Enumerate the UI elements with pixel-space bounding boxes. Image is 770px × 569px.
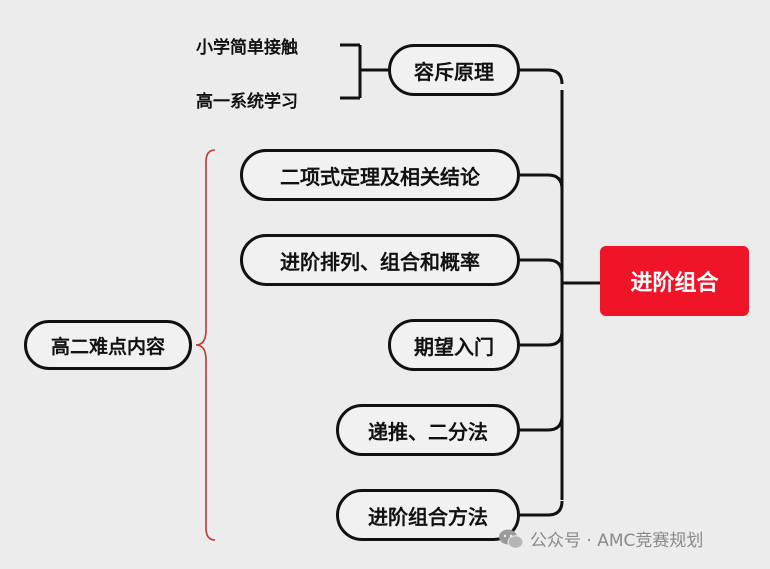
branch-node-binomial: 二项式定理及相关结论: [240, 149, 520, 201]
root-label: 进阶组合: [630, 271, 719, 296]
watermark: 公众号 · AMC竞赛规划: [498, 526, 703, 551]
branch-node-expectation: 期望入门: [388, 319, 520, 371]
root-node: 进阶组合: [600, 246, 749, 316]
branch-label: 容斥原理: [414, 59, 494, 84]
group-label: 高二难点内容: [50, 335, 165, 358]
branch-node-methods: 进阶组合方法: [336, 489, 520, 541]
watermark-text: 公众号 · AMC竞赛规划: [530, 531, 704, 551]
branch-label: 递推、二分法: [368, 419, 488, 444]
branch-label: 期望入门: [414, 334, 494, 359]
branch-node-inclusion-exclusion: 容斥原理: [388, 44, 520, 96]
branch-label: 进阶组合方法: [368, 504, 488, 529]
branch-label: 二项式定理及相关结论: [280, 164, 480, 189]
sub-item-label: 高一系统学习: [196, 92, 298, 112]
wechat-icon: [499, 529, 524, 549]
branch-node-recursion: 递推、二分法: [336, 404, 520, 456]
branch-label: 进阶排列、组合和概率: [280, 249, 480, 274]
group-node: 高二难点内容: [24, 320, 192, 370]
group-brace: [195, 149, 216, 541]
sub-item-label: 小学简单接触: [196, 38, 298, 58]
branch-node-advanced-perm: 进阶排列、组合和概率: [240, 234, 520, 286]
